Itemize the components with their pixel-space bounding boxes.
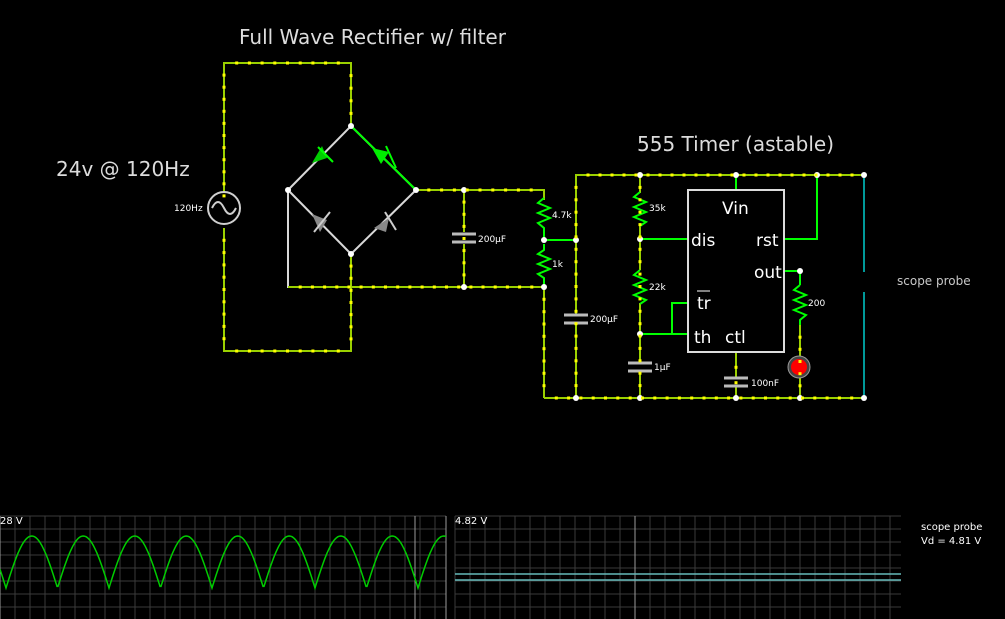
pin-th: th xyxy=(694,328,711,348)
capacitor-ctl[interactable]: 100nF xyxy=(724,376,779,389)
current-dots xyxy=(222,61,854,400)
resistor-35k[interactable]: 35k xyxy=(631,191,666,227)
pin-dis: dis xyxy=(691,231,716,251)
resistor-4k7[interactable]: 4.7k xyxy=(535,197,572,238)
source-freq-label: 120Hz xyxy=(174,204,203,214)
scope-panel-2[interactable]: 4.82 V xyxy=(454,515,901,619)
res-b-label: 1k xyxy=(552,260,564,270)
diode-d4[interactable] xyxy=(374,211,397,232)
scope-panel-1[interactable]: 28 V xyxy=(0,515,447,619)
c-timing-label: 1µF xyxy=(654,363,671,373)
scope1-value: 28 V xyxy=(0,516,23,527)
scope2-value: 4.82 V xyxy=(455,516,487,527)
capacitor-filter-1[interactable]: 200µF xyxy=(452,232,506,245)
cap2-label: 200µF xyxy=(590,315,618,325)
r2-label: 22k xyxy=(649,283,666,293)
source-title: 24v @ 120Hz xyxy=(56,157,190,181)
timer-title: 555 Timer (astable) xyxy=(637,132,834,156)
capacitor-timing[interactable]: 1µF xyxy=(628,361,671,373)
rectifier-title: Full Wave Rectifier w/ filter xyxy=(239,25,507,49)
ac-source[interactable]: 120Hz xyxy=(174,191,241,225)
c-ctl-label: 100nF xyxy=(751,379,779,389)
resistor-1k[interactable]: 1k xyxy=(535,244,564,287)
pin-out: out xyxy=(754,263,782,283)
res-a-label: 4.7k xyxy=(552,211,572,221)
rectifier-wires[interactable] xyxy=(223,62,545,352)
r-out-label: 200 xyxy=(808,299,825,309)
scope-info-reading: Vd = 4.81 V xyxy=(921,536,981,547)
pin-vin: Vin xyxy=(722,199,749,219)
pin-ctl: ctl xyxy=(725,328,746,348)
nodes xyxy=(285,123,867,401)
led-indicator[interactable] xyxy=(787,355,811,379)
diode-bridge[interactable] xyxy=(287,124,418,256)
r1-label: 35k xyxy=(649,204,666,214)
pin-rst: rst xyxy=(756,231,779,251)
diode-d1[interactable] xyxy=(312,146,334,163)
pin-tr: tr xyxy=(697,294,711,314)
ic-555[interactable]: Vin dis rst out tr th ctl xyxy=(687,189,785,353)
scope-info-name: scope probe xyxy=(921,522,982,533)
probe-label: scope probe xyxy=(897,274,971,288)
diode-d3[interactable] xyxy=(312,211,331,233)
resistor-200[interactable]: 200 xyxy=(791,284,825,325)
diode-d2[interactable] xyxy=(372,145,397,169)
cap1-label: 200µF xyxy=(478,235,506,245)
capacitor-filter-2[interactable]: 200µF xyxy=(564,313,618,325)
